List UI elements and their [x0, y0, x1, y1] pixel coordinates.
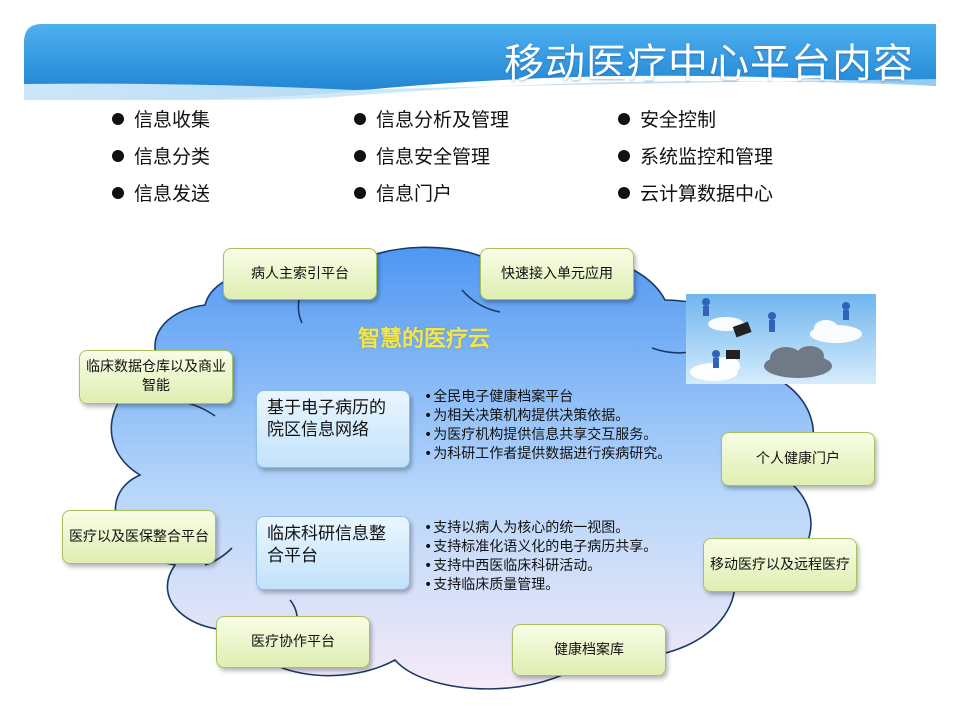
list-item: 支持中西医临床科研活动。: [424, 557, 657, 576]
bullet-item: 信息分析及管理: [354, 104, 509, 141]
center-box-emr-network: 基于电子病历的院区信息网络: [256, 390, 410, 468]
list-item: 支持标准化语义化的电子病历共享。: [424, 538, 657, 557]
list-item: 支持临床质量管理。: [424, 576, 657, 595]
node-collaboration: 医疗协作平台: [216, 616, 370, 668]
clinical-research-list: 支持以病人为核心的统一视图。 支持标准化语义化的电子病历共享。 支持中西医临床科…: [424, 519, 657, 595]
bullet-dot-icon: [112, 150, 124, 162]
header-banner-shape: [24, 24, 936, 100]
bullet-label: 安全控制: [640, 109, 717, 131]
bullet-label: 云计算数据中心: [640, 183, 774, 205]
bullet-dot-icon: [618, 187, 630, 199]
bullet-item: 系统监控和管理: [618, 141, 773, 178]
cloud-computing-illustration-icon: [686, 294, 876, 384]
node-patient-index: 病人主索引平台: [223, 248, 377, 300]
node-quick-access: 快速接入单元应用: [480, 248, 634, 300]
bullet-item: 云计算数据中心: [618, 178, 773, 215]
list-item: 为相关决策机构提供决策依据。: [424, 407, 671, 426]
bullet-column-3: 安全控制 系统监控和管理 云计算数据中心: [618, 104, 773, 215]
bullet-label: 信息安全管理: [376, 146, 491, 168]
bullet-item: 信息安全管理: [354, 141, 509, 178]
bullet-item: 信息分类: [112, 141, 210, 178]
node-health-records: 健康档案库: [512, 624, 666, 676]
bullet-dot-icon: [354, 187, 366, 199]
bullet-label: 信息门户: [376, 183, 453, 205]
bullet-dot-icon: [618, 150, 630, 162]
bullet-item: 信息收集: [112, 104, 210, 141]
bullet-dot-icon: [112, 187, 124, 199]
bullet-column-2: 信息分析及管理 信息安全管理 信息门户: [354, 104, 509, 215]
bullet-label: 信息分类: [134, 146, 211, 168]
bullet-column-1: 信息收集 信息分类 信息发送: [112, 104, 210, 215]
node-clinical-warehouse: 临床数据仓库以及商业智能: [79, 350, 233, 404]
feature-bullet-list: 信息收集 信息分类 信息发送 信息分析及管理 信息安全管理 信息门户 安全控制 …: [112, 104, 872, 220]
header-banner: 移动医疗中心平台内容: [24, 24, 936, 100]
page-title: 移动医疗中心平台内容: [504, 41, 914, 87]
bullet-item: 安全控制: [618, 104, 773, 141]
list-item: 为科研工作者提供数据进行疾病研究。: [424, 445, 671, 464]
bullet-dot-icon: [354, 150, 366, 162]
list-item: 为医疗机构提供信息共享交互服务。: [424, 426, 671, 445]
node-insurance-platform: 医疗以及医保整合平台: [62, 510, 216, 564]
bullet-label: 信息收集: [134, 109, 211, 131]
bullet-dot-icon: [112, 113, 124, 125]
bullet-item: 信息门户: [354, 178, 509, 215]
node-mobile-telemedicine: 移动医疗以及远程医疗: [703, 538, 857, 592]
bullet-label: 信息发送: [134, 183, 211, 205]
bullet-dot-icon: [354, 113, 366, 125]
cloud-title: 智慧的医疗云: [358, 327, 491, 352]
list-item: 全民电子健康档案平台: [424, 388, 671, 407]
bullet-item: 信息发送: [112, 178, 210, 215]
bullet-label: 系统监控和管理: [640, 146, 774, 168]
bullet-dot-icon: [618, 113, 630, 125]
bullet-label: 信息分析及管理: [376, 109, 510, 131]
emr-network-list: 全民电子健康档案平台 为相关决策机构提供决策依据。 为医疗机构提供信息共享交互服…: [424, 388, 671, 464]
node-personal-portal: 个人健康门户: [721, 432, 875, 486]
list-item: 支持以病人为核心的统一视图。: [424, 519, 657, 538]
center-box-clinical-research: 临床科研信息整合平台: [256, 516, 410, 590]
